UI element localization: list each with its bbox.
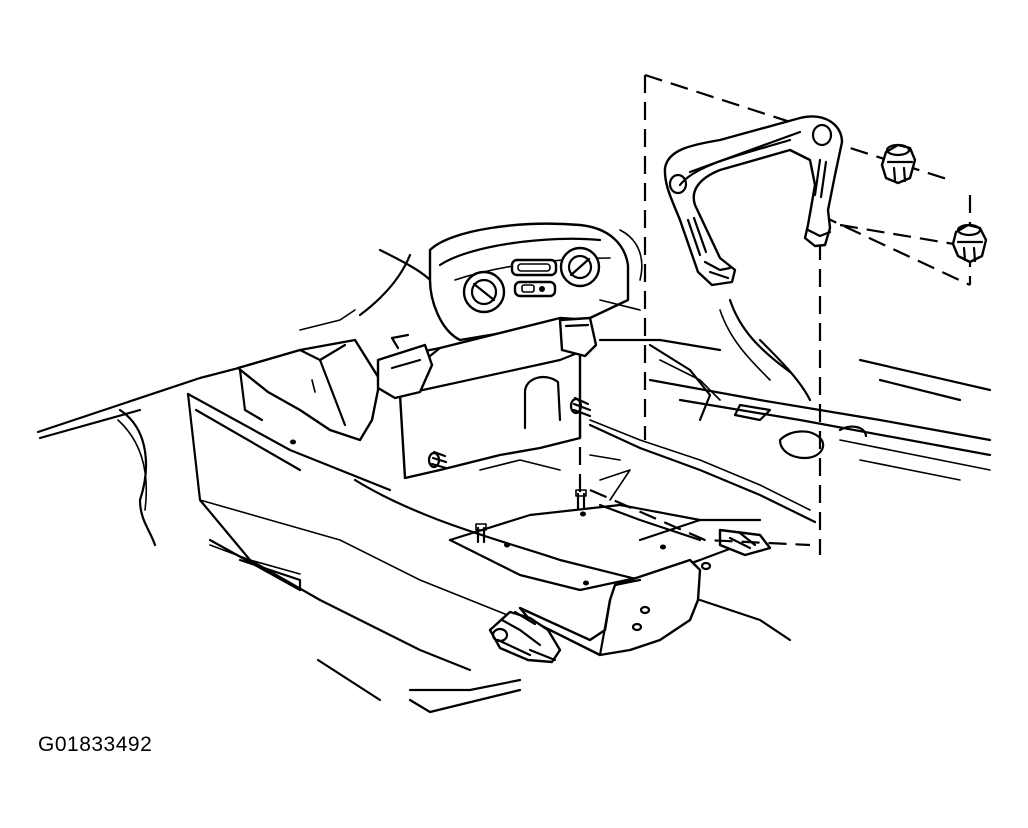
seat-rail [518,528,772,657]
bracket-stud-right [569,396,592,418]
mounting-nut-upper [880,143,917,185]
floor-stud-2 [575,489,587,510]
mounting-nut-lower [951,223,988,264]
figure-id-label: G01833492 [38,733,153,756]
hvac-control-panel [358,222,643,342]
seat-latch [488,610,562,664]
floor-stud-1 [475,523,487,544]
support-bracket [663,115,844,287]
seat-pad [236,309,382,442]
floor-tunnel [290,438,792,642]
console-mounting-bracket [376,316,817,524]
installation-guide-lines [578,73,972,555]
bracket-stud-left [427,450,448,470]
rear-floor-detail [648,343,868,460]
